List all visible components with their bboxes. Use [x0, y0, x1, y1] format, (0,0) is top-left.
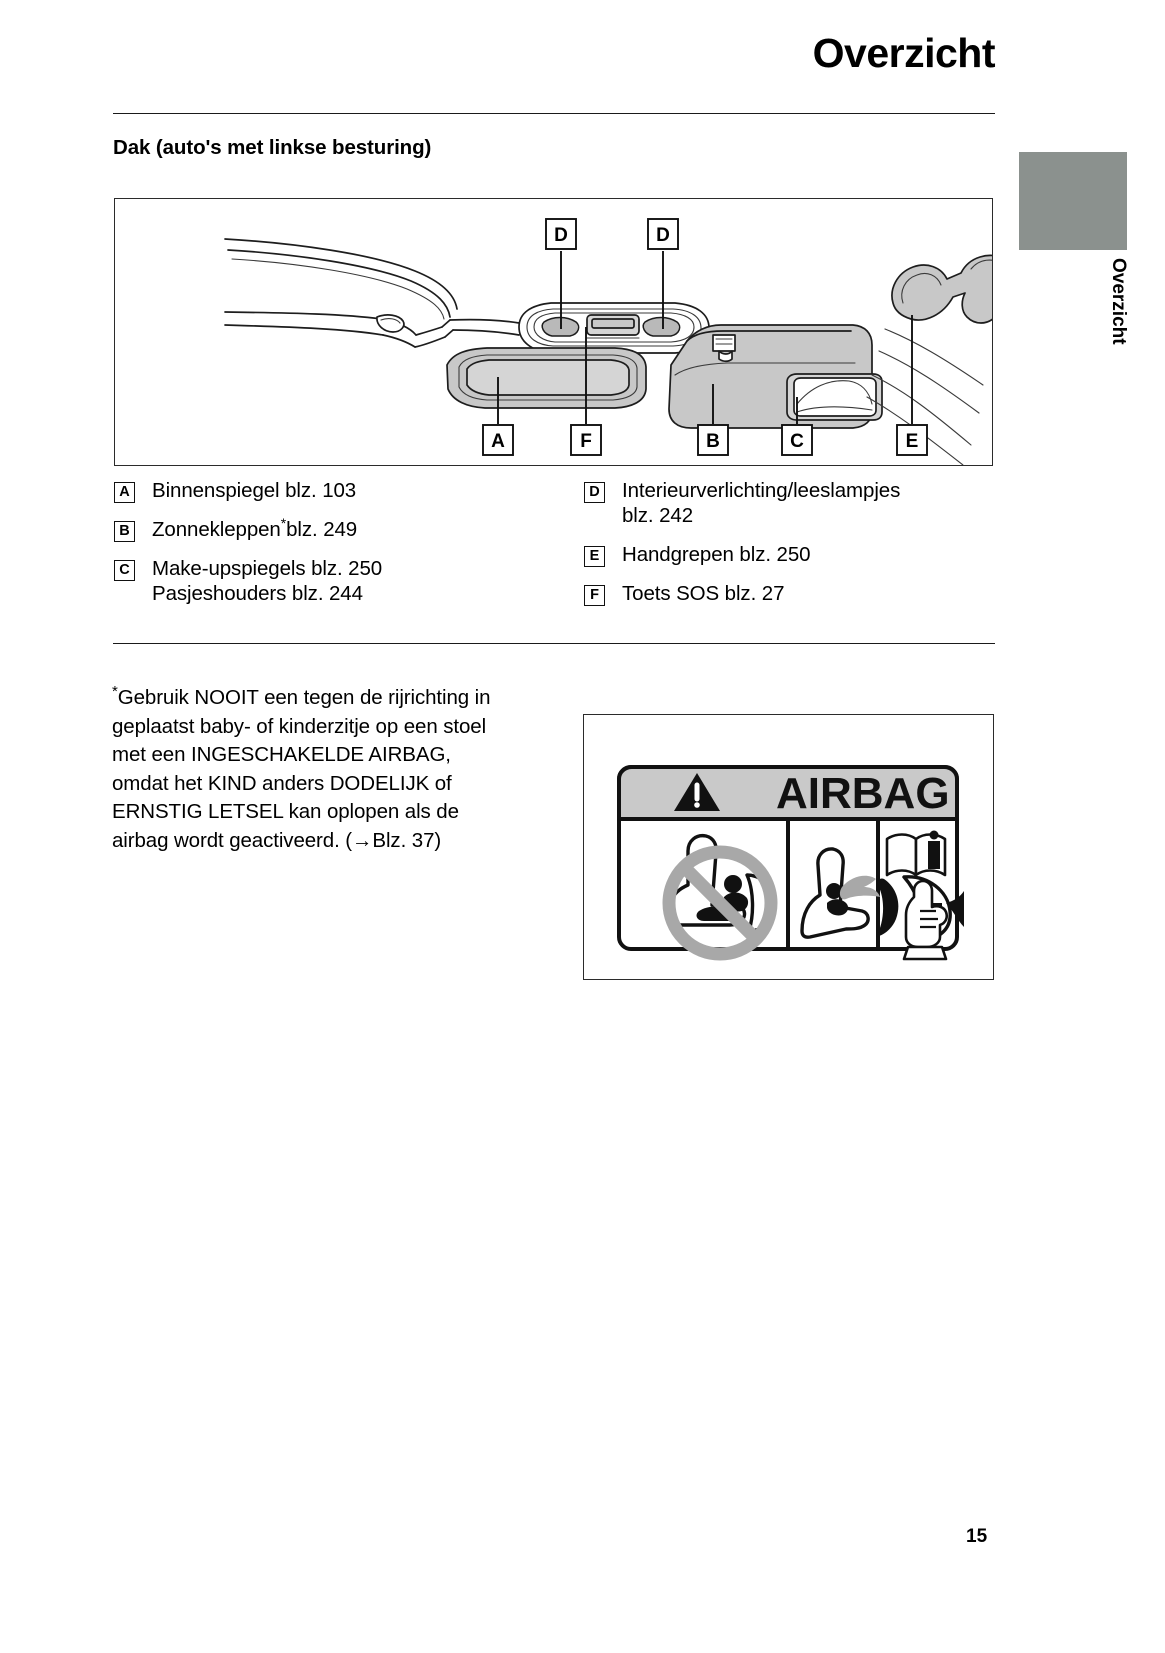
legend-tag-d: D — [584, 482, 605, 503]
legend-column-left: A Binnenspiegel blz. 103 B Zonnekleppen*… — [114, 478, 584, 620]
svg-text:D: D — [656, 225, 670, 246]
legend-label-f-text: Toets SOS blz. 27 — [622, 582, 785, 605]
legend-item-c: C Make-upspiegels blz. 250 Pasjeshouders… — [114, 556, 584, 606]
footnote-marker: * — [112, 683, 118, 701]
svg-text:B: B — [706, 431, 720, 452]
section-heading: Dak (auto's met linkse besturing) — [113, 136, 432, 159]
roof-diagram-figure: .ln { fill:none; stroke:#1d1d1d; stroke-… — [114, 198, 993, 466]
svg-text:A: A — [491, 431, 505, 452]
airbag-warning-label-illustration: .lblbd { fill:#ffffff; stroke:#111; stro… — [617, 765, 964, 961]
roof-diagram-illustration: .ln { fill:none; stroke:#1d1d1d; stroke-… — [224, 218, 992, 465]
svg-text:C: C — [790, 431, 804, 452]
legend-item-a: A Binnenspiegel blz. 103 — [114, 478, 584, 503]
legend-label-e: Handgrepen blz. 250 — [622, 542, 811, 567]
legend-divider — [113, 643, 995, 644]
airbag-label-figure: .lblbd { fill:#ffffff; stroke:#111; stro… — [583, 714, 994, 980]
legend-label-d: Interieurverlichting/leeslampjes blz. 24… — [622, 478, 900, 528]
footnote-text: *Gebruik NOOIT een tegen de rijrichting … — [112, 684, 512, 855]
legend-tag-f: F — [584, 585, 605, 606]
legend-tag-a: A — [114, 482, 135, 503]
legend-label-d-text-line2: blz. 242 — [622, 504, 694, 527]
legend-tag-e: E — [584, 546, 605, 567]
svg-text:D: D — [554, 225, 568, 246]
legend-label-b-page: blz. 249 — [286, 518, 358, 541]
legend-item-d: D Interieurverlichting/leeslampjes blz. … — [584, 478, 994, 528]
airbag-label-title: AIRBAG — [776, 769, 950, 818]
header-divider — [113, 113, 995, 114]
svg-text:E: E — [906, 431, 919, 452]
side-tab-label: Overzicht — [1108, 258, 1129, 345]
legend-label-b-text: Zonnekleppen — [152, 518, 281, 541]
legend-item-e: E Handgrepen blz. 250 — [584, 542, 994, 567]
footnote-body: Gebruik NOOIT een tegen de rijrichting i… — [112, 686, 491, 852]
page-title: Overzicht — [812, 30, 996, 76]
legend-label-a: Binnenspiegel blz. 103 — [152, 478, 356, 503]
legend-tag-c: C — [114, 560, 135, 581]
svg-text:F: F — [580, 431, 592, 452]
legend-label-c-text-line2: Pasjeshouders blz. 244 — [152, 582, 363, 605]
legend-label-d-text: Interieurverlichting/leeslampjes — [622, 479, 901, 502]
page-number: 15 — [966, 1526, 988, 1547]
legend-label-a-text: Binnenspiegel blz. 103 — [152, 479, 357, 502]
legend-item-b: B Zonnekleppen*blz. 249 — [114, 515, 584, 542]
legend-label-b-footnote-marker: * — [280, 515, 287, 532]
legend-label-c: Make-upspiegels blz. 250 Pasjeshouders b… — [152, 556, 382, 606]
legend-item-f: F Toets SOS blz. 27 — [584, 581, 994, 606]
side-tab-marker — [1019, 152, 1127, 250]
legend-label-f: Toets SOS blz. 27 — [622, 581, 784, 606]
legend-label-e-text: Handgrepen blz. 250 — [622, 543, 811, 566]
legend-tag-b: B — [114, 521, 135, 542]
legend-label-c-text: Make-upspiegels blz. 250 — [152, 557, 383, 580]
legend-column-right: D Interieurverlichting/leeslampjes blz. … — [584, 478, 994, 620]
legend-label-b: Zonnekleppen*blz. 249 — [152, 515, 358, 542]
